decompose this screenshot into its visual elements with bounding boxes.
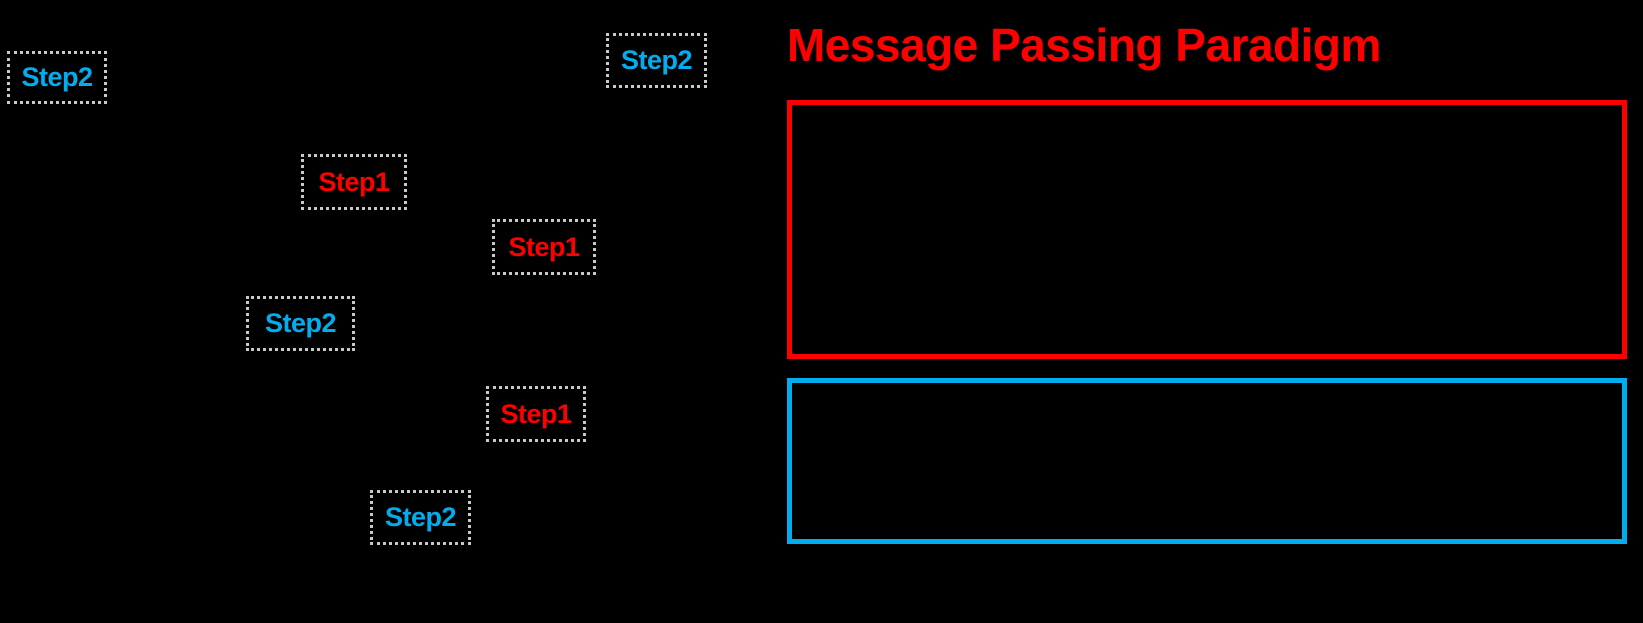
blue-content-frame[interactable] <box>787 378 1627 544</box>
step-marker-step2[interactable]: Step2 <box>370 490 471 545</box>
page-title: Message Passing Paradigm <box>787 19 1381 71</box>
step-marker-label: Step2 <box>21 62 93 92</box>
step-marker-step2[interactable]: Step2 <box>7 51 107 104</box>
step-marker-step1[interactable]: Step1 <box>492 219 596 275</box>
step-marker-label: Step1 <box>318 166 390 197</box>
step-marker-step1[interactable]: Step1 <box>486 386 586 442</box>
blue-frame-body <box>792 383 1622 539</box>
step-marker-label: Step2 <box>384 502 457 532</box>
step-marker-label: Step1 <box>508 231 580 262</box>
red-frame-body <box>792 105 1622 354</box>
step-marker-step1[interactable]: Step1 <box>301 154 407 210</box>
step-marker-label: Step2 <box>620 45 693 75</box>
step-marker-step2[interactable]: Step2 <box>246 296 355 351</box>
step-marker-label: Step1 <box>500 398 572 429</box>
red-content-frame[interactable] <box>787 100 1627 359</box>
step-marker-label: Step2 <box>264 308 337 338</box>
step-marker-step2[interactable]: Step2 <box>606 33 707 88</box>
